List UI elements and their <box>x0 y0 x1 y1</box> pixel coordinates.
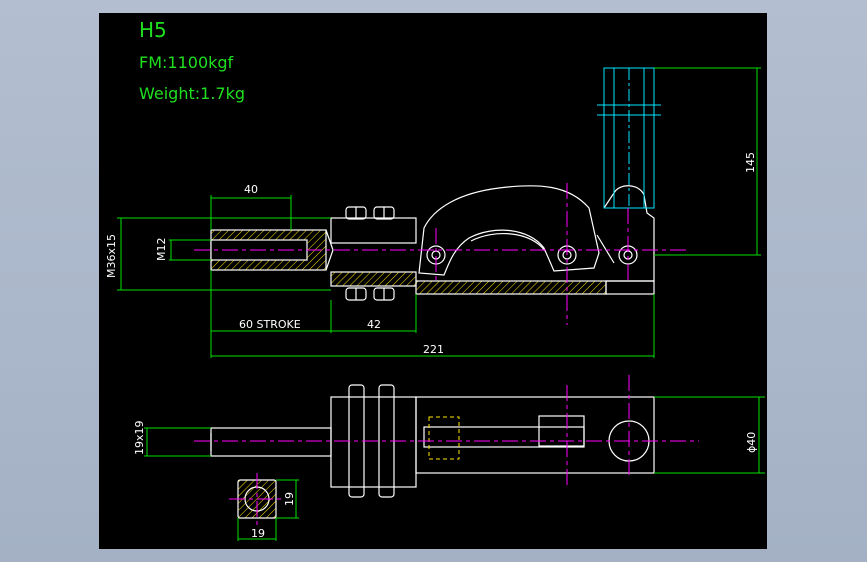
model-label: H5 <box>139 18 167 42</box>
section-view: 19 19 <box>229 473 299 541</box>
dim-body-length: 42 <box>367 318 381 331</box>
side-view <box>194 67 689 325</box>
dim-plunger-length: 40 <box>244 183 258 196</box>
dim-diameter: ϕ40 <box>745 432 758 453</box>
housing-hatch <box>330 271 417 287</box>
dim-overall-length: 221 <box>423 343 444 356</box>
drawing-canvas[interactable]: H5 FM:1100kgf Weight:1.7kg <box>99 13 767 549</box>
clamp-drawing: H5 FM:1100kgf Weight:1.7kg <box>105 18 765 541</box>
weight-label: Weight:1.7kg <box>139 84 245 103</box>
force-label: FM:1100kgf <box>139 53 234 72</box>
dim-base-section: 19x19 <box>133 420 146 455</box>
top-dimensions: 19x19 ϕ40 <box>133 396 765 474</box>
dim-inner-thread: M12 <box>155 238 168 262</box>
base-plate <box>415 280 607 295</box>
housing-top <box>330 217 417 244</box>
dim-height: 145 <box>744 152 757 173</box>
side-dimensions: 40 M36x15 M12 60 STROKE 42 221 <box>105 67 761 358</box>
top-housing <box>330 396 417 488</box>
dim-stroke: 60 STROKE <box>239 318 301 331</box>
dim-section-h: 19 <box>283 492 296 506</box>
dim-plunger-thread: M36x15 <box>105 234 118 278</box>
phantom-handle <box>597 67 661 209</box>
clamp-handle <box>418 185 600 276</box>
top-view <box>194 375 699 498</box>
dim-section-w: 19 <box>251 527 265 540</box>
